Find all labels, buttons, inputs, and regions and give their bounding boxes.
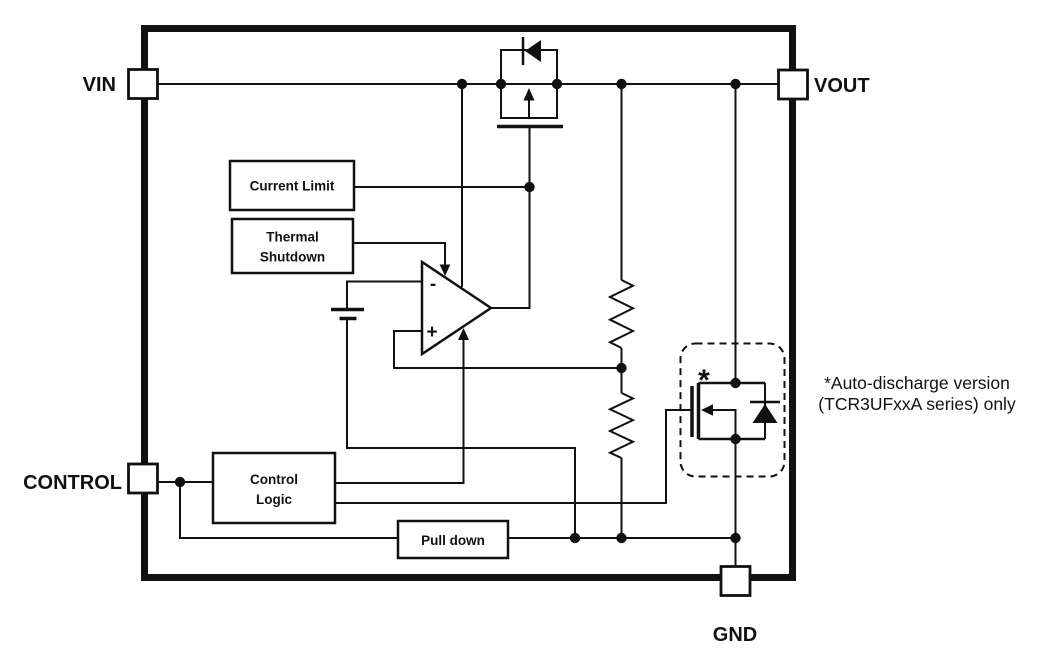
- current-limit-box: [228, 159, 356, 212]
- resistor-r1: [607, 279, 636, 349]
- pads: [127, 68, 809, 597]
- junction-dot: [551, 78, 563, 90]
- junction-dot: [616, 532, 627, 544]
- pull-down-box: [396, 519, 510, 560]
- vout-pad: [777, 68, 809, 101]
- wire-opamp-output-to-gate: [491, 126, 531, 309]
- junction-dot: [730, 377, 741, 389]
- wire-control-logic-to-opamp: [335, 339, 465, 484]
- wire-feedback-tap-to-noninverting-input: [393, 330, 622, 369]
- discharge-fet-arrowhead: [701, 404, 713, 416]
- junction-dot: [456, 78, 468, 90]
- junction-dots: [174, 78, 741, 544]
- auto-discharge-block: *: [679, 342, 786, 478]
- wire-control-to-pulldown: [179, 482, 398, 539]
- junction-dot: [495, 78, 507, 90]
- discharge-fet-source-link: [712, 409, 737, 439]
- discharge-diode-triangle: [752, 404, 778, 423]
- opamp-triangle: [420, 259, 494, 357]
- pull-down-label: Pull down: [421, 533, 485, 548]
- feedback-divider: [607, 279, 636, 459]
- thermal-shutdown-block: Thermal Shutdown: [230, 217, 355, 275]
- junction-dot: [524, 181, 535, 193]
- opamp-noninverting-label: +: [426, 322, 437, 343]
- gnd-label: GND: [713, 624, 757, 646]
- junction-dot: [616, 78, 627, 90]
- opamp-inverting-label: -: [430, 274, 436, 295]
- chip-outline: [141, 25, 796, 581]
- vin-label: VIN: [83, 74, 116, 96]
- junction-dot: [174, 476, 186, 488]
- wire-control-logic-to-discharge-gate: [335, 409, 691, 504]
- optional-dashed-box: [679, 342, 786, 478]
- control-logic-arrowhead: [458, 328, 469, 340]
- control-pad: [127, 462, 159, 495]
- passfet-channel-arrowhead: [523, 88, 535, 101]
- junction-dot: [730, 78, 741, 90]
- control-logic-label-2: Logic: [256, 492, 292, 507]
- pull-down-block: Pull down: [396, 519, 510, 560]
- junction-dot: [730, 532, 741, 544]
- voltage-reference-icon: [331, 307, 364, 321]
- vout-label: VOUT: [814, 75, 870, 97]
- gnd-pad: [719, 565, 752, 597]
- control-label: CONTROL: [23, 472, 122, 494]
- wire-vref-to-inverting-input: [346, 280, 422, 309]
- error-amplifier: - +: [420, 259, 494, 357]
- resistor-r2: [607, 392, 636, 459]
- current-limit-label: Current Limit: [250, 179, 335, 194]
- thermal-shutdown-box: [230, 217, 355, 275]
- asterisk-marker: *: [698, 364, 710, 397]
- junction-dot: [569, 532, 581, 544]
- wire-vref-to-ground: [346, 318, 576, 538]
- thermal-shutdown-label-2: Shutdown: [260, 250, 325, 265]
- auto-discharge-note: *Auto-discharge version (TCR3UFxxA serie…: [818, 373, 1016, 414]
- thermal-shutdown-label-1: Thermal: [266, 230, 319, 245]
- control-logic-box: [211, 451, 337, 525]
- thermal-shutdown-arrowhead: [439, 264, 451, 276]
- passfet-body-diode-icon: [521, 37, 541, 65]
- vin-pad: [127, 68, 159, 100]
- note-line-1: *Auto-discharge version: [824, 373, 1010, 393]
- current-limit-block: Current Limit: [228, 159, 356, 212]
- control-logic-block: Control Logic: [211, 451, 337, 525]
- wire-thermal-shutdown-out: [353, 242, 446, 266]
- diode-triangle: [525, 40, 541, 62]
- wire-passfet-diode-loop: [500, 49, 558, 84]
- note-line-2: (TCR3UFxxA series) only: [818, 394, 1016, 414]
- junction-dot: [616, 362, 627, 374]
- junction-dot: [730, 433, 741, 445]
- control-logic-label-1: Control: [250, 472, 298, 487]
